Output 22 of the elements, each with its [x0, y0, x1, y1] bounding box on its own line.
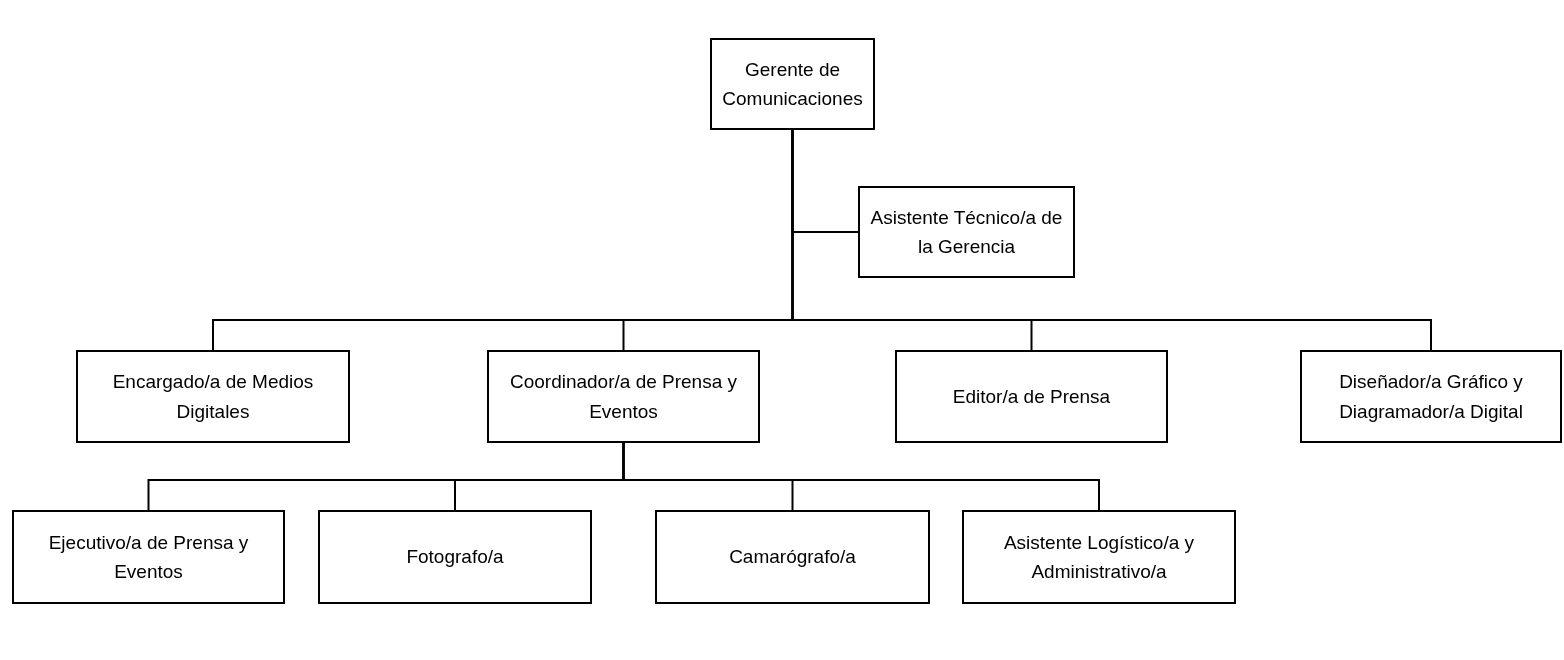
role-title: Gerente de Comunicaciones [721, 57, 864, 111]
role-box [318, 510, 592, 604]
role-title: Asistente Logístico/a y Administrativo/a [1002, 530, 1196, 584]
role-box [76, 350, 350, 443]
role-box [858, 186, 1075, 278]
connector-line [622, 442, 1100, 511]
role-box [655, 510, 930, 604]
role-box [710, 38, 875, 130]
role-title: Camarógrafo/a [728, 545, 857, 570]
role-title: Encargado/a de Medios Digitales [111, 370, 315, 424]
role-box [487, 350, 760, 443]
role-title: Fotografo/a [405, 545, 505, 570]
role-box [12, 510, 285, 604]
role-box [1300, 350, 1562, 443]
role-title: Ejecutivo/a de Prensa y Eventos [47, 530, 250, 584]
role-box [895, 350, 1168, 443]
connector-line [791, 129, 1432, 351]
role-title: Asistente Técnico/a de la Gerencia [869, 205, 1064, 259]
role-title: Editor/a de Prensa [951, 384, 1112, 409]
role-box [962, 510, 1236, 604]
role-title: Coordinador/a de Prensa y Eventos [508, 370, 739, 424]
role-title: Diseñador/a Gráfico y Diagramador/a Digital [1338, 370, 1524, 424]
